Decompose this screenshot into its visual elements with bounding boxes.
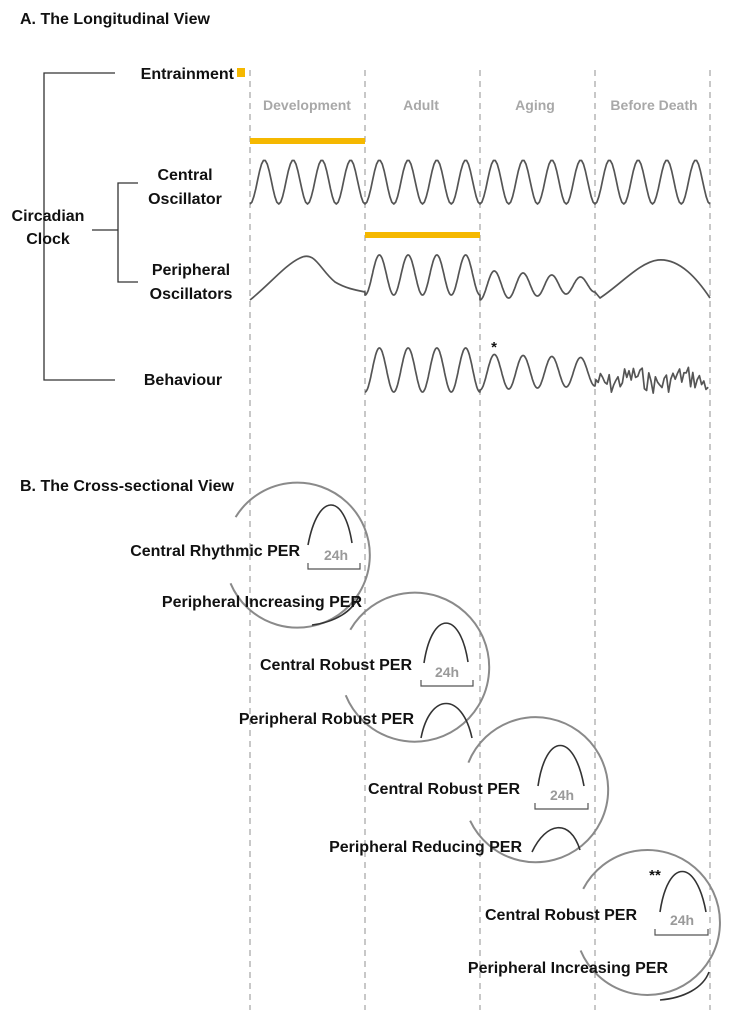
peripheral-curve — [659, 971, 710, 1001]
circle-outline — [467, 716, 610, 864]
entrainment-marker — [237, 68, 245, 77]
stage-before-death: Before Death — [610, 97, 697, 113]
aging-asterisk: * — [491, 339, 497, 356]
panel-a-title: A. The Longitudinal View — [20, 11, 210, 28]
peripheral-reduced-curve — [531, 826, 581, 853]
entrainment-label: Entrainment — [141, 66, 235, 83]
peripheral-label-line2: Oscillators — [150, 286, 233, 303]
inner-bracket — [117, 182, 138, 283]
central-peak-curve — [659, 870, 707, 913]
peripheral-per-label: Peripheral Robust PER — [239, 711, 415, 728]
period-label: 24h — [550, 787, 574, 803]
behaviour-wave — [364, 347, 709, 394]
stage-development: Development — [263, 97, 351, 113]
outer-bracket — [43, 72, 115, 381]
peripheral-peak-curve — [420, 702, 473, 739]
period-bracket — [654, 929, 709, 936]
peripheral-per-label: Peripheral Increasing PER — [468, 960, 669, 977]
peripheral-curve — [311, 595, 360, 626]
circle-outline — [344, 591, 491, 743]
central-per-label: Central Robust PER — [368, 781, 520, 798]
period-label-24h: 24h — [435, 664, 459, 680]
central-per-label: Central Rhythmic PER — [130, 543, 300, 560]
circle-outline — [579, 848, 721, 996]
stage-aging: Aging — [515, 97, 555, 113]
central-label-line1: Central — [157, 167, 212, 184]
central-peak-curve — [537, 744, 585, 787]
circle-outline — [229, 481, 371, 629]
peripheral-per-label: Peripheral Increasing PER — [162, 594, 363, 611]
entrainment-bar-adult — [365, 232, 480, 238]
cross-section-circle-aging: 24h Central Robust PER Peripheral Reduci… — [329, 716, 610, 864]
peripheral-per-label: Peripheral Reducing PER — [329, 839, 522, 856]
central-label-line2: Oscillator — [148, 191, 222, 208]
cross-section-circle-development: 24h Central Rhythmic PER Peripheral Incr… — [130, 481, 371, 629]
period-bracket — [307, 563, 361, 570]
circadian-label-line2: Clock — [26, 231, 70, 248]
central-peak-curve — [307, 504, 353, 546]
hierarchy-bracket — [43, 72, 138, 381]
stage-dividers — [249, 70, 711, 1010]
peripheral-label-line1: Peripheral — [152, 262, 230, 279]
central-per-label: Central Robust PER — [485, 907, 637, 924]
behaviour-label: Behaviour — [144, 372, 222, 389]
cross-section-circle-adult: 24h Central Robust PER Peripheral Robust… — [239, 591, 491, 743]
stage-labels: Development Adult Aging Before Death — [263, 97, 698, 113]
period-label: 24h — [324, 547, 348, 563]
period-bracket — [534, 803, 589, 810]
central-per-label: Central Robust PER — [260, 657, 412, 674]
double-asterisk: ** — [649, 867, 661, 884]
period-label: 24h — [670, 912, 694, 928]
stage-adult: Adult — [403, 97, 439, 113]
circadian-label-line1: Circadian — [12, 208, 85, 225]
cross-section-circle-before-death: 24h ** Central Robust PER Peripheral Inc… — [468, 848, 721, 1001]
central-peak-curve — [423, 622, 469, 664]
peripheral-oscillators-wave — [249, 254, 711, 301]
panel-b-title: B. The Cross-sectional View — [20, 478, 235, 495]
entrainment-bar-development — [250, 138, 365, 144]
central-oscillator-wave — [249, 159, 711, 205]
period-bracket — [420, 680, 474, 687]
